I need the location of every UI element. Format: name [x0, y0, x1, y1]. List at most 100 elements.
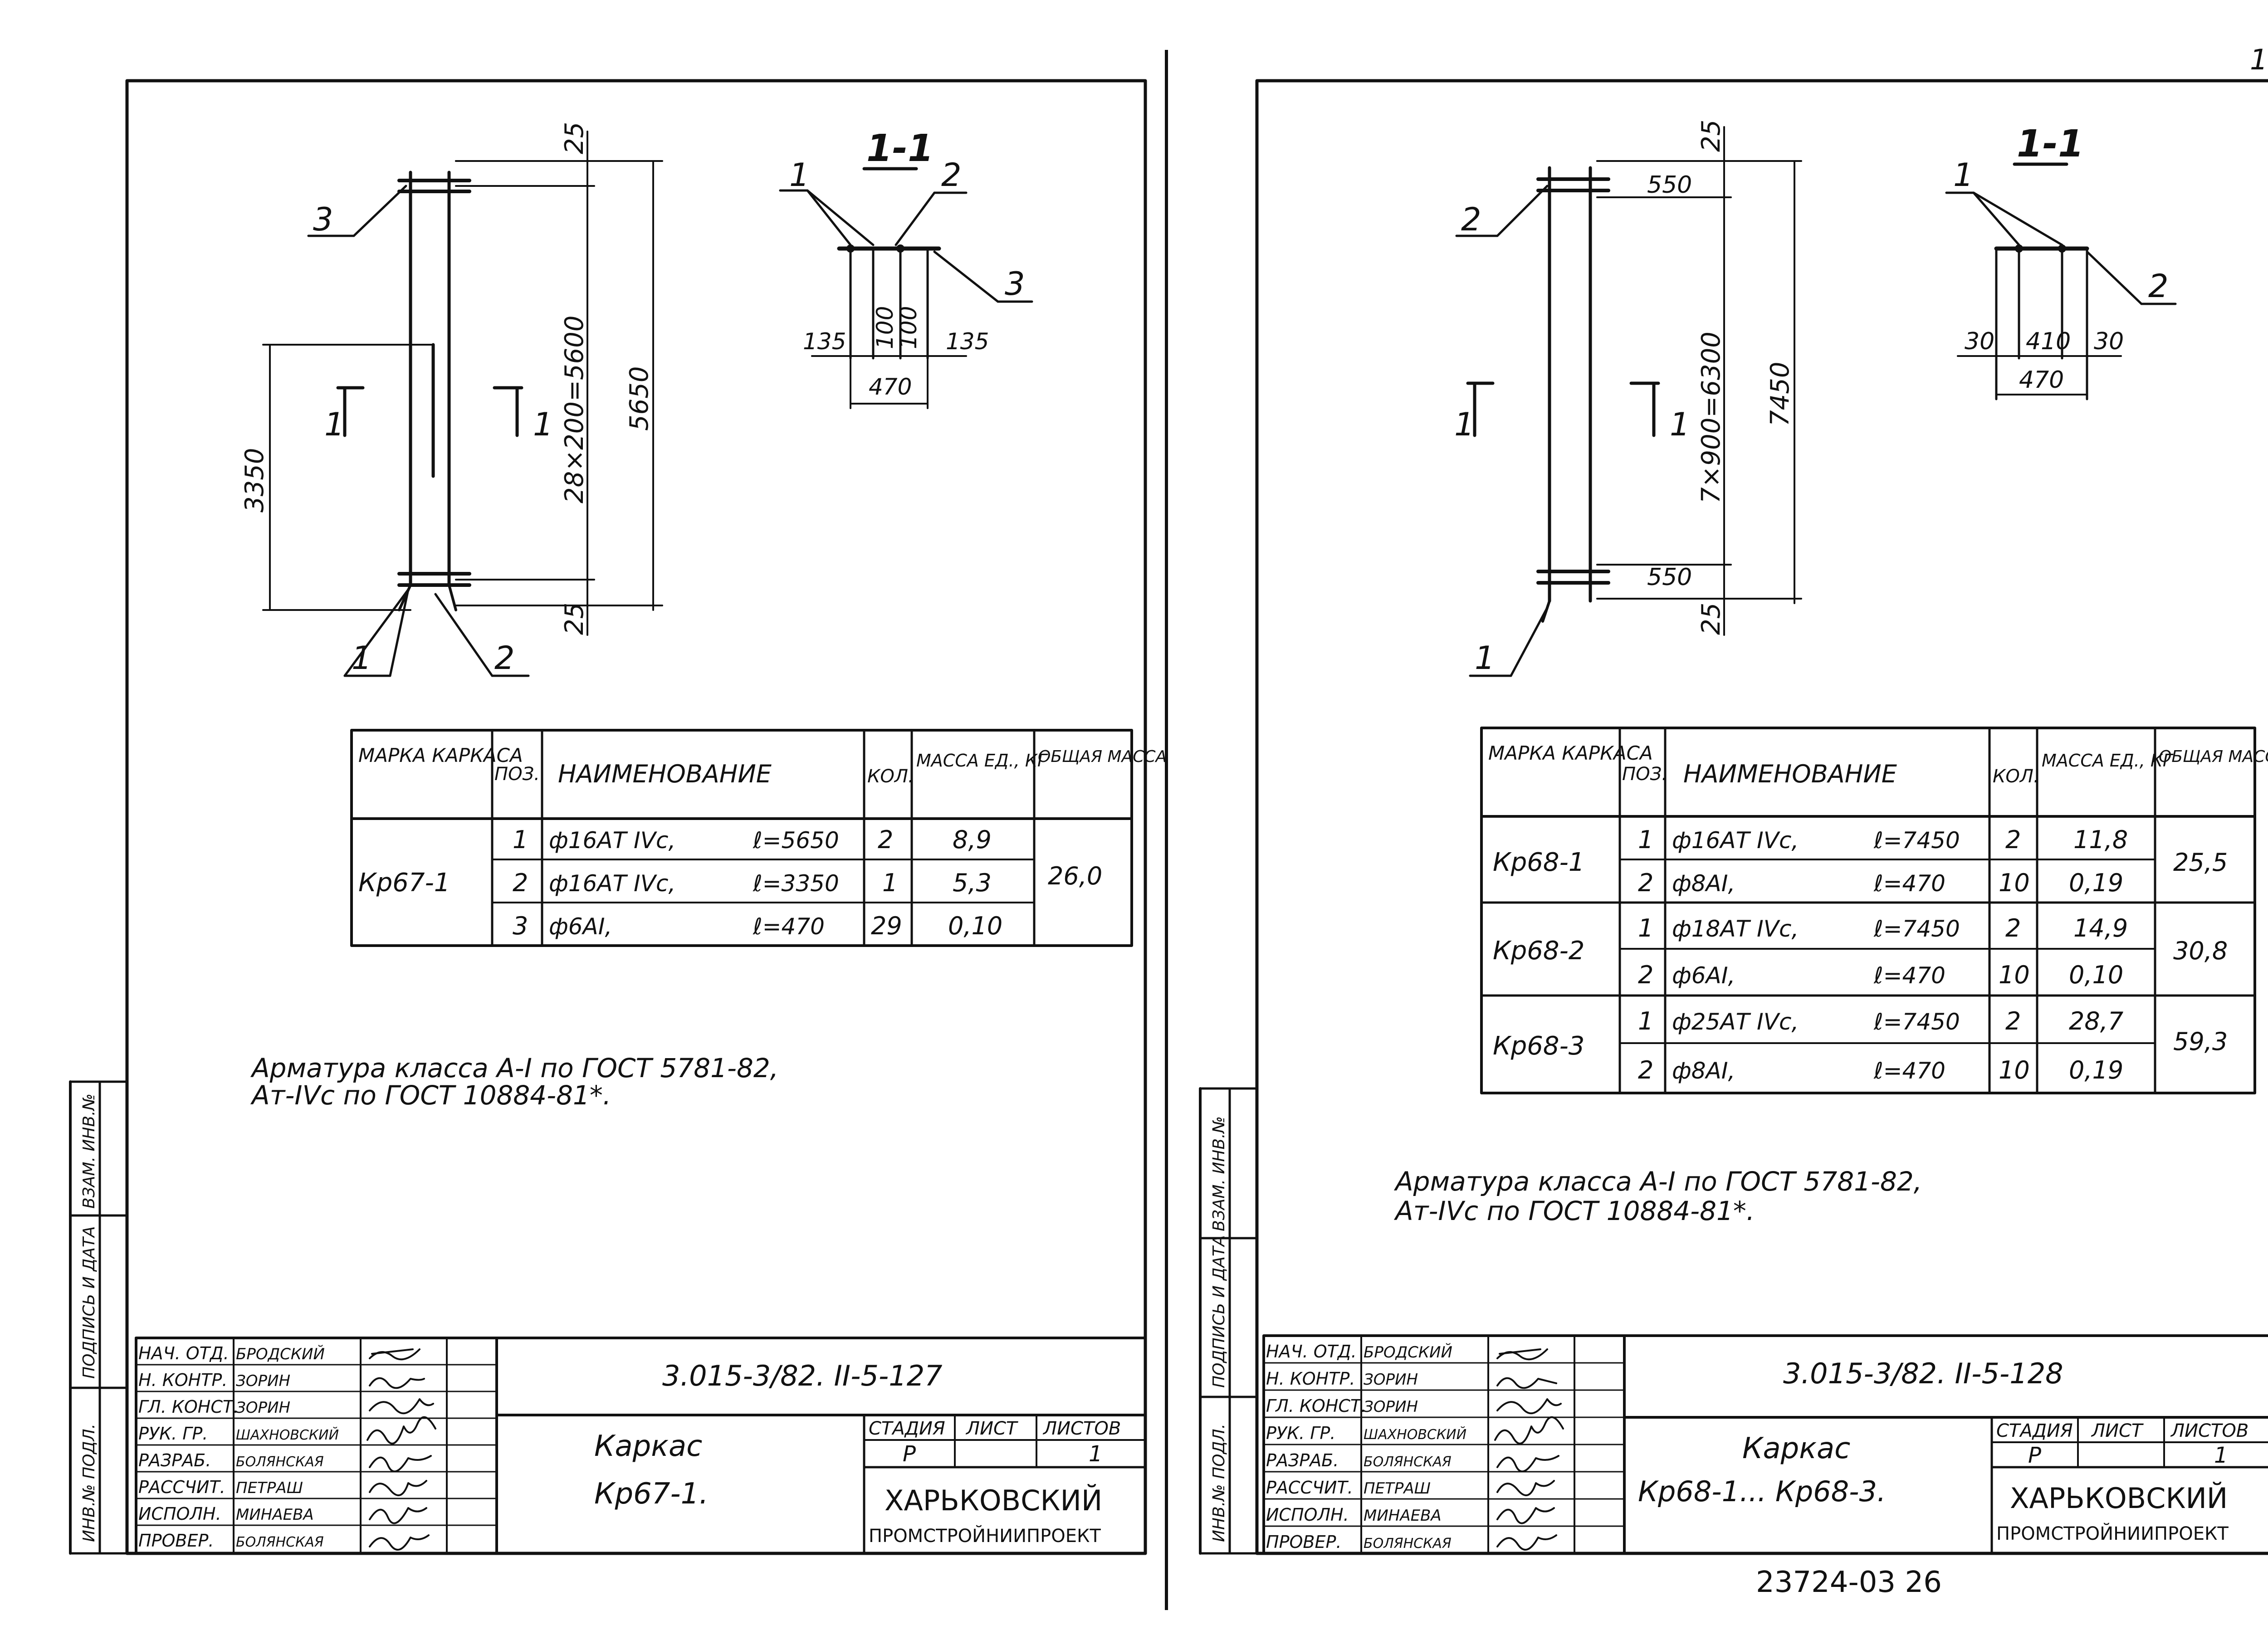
td-length: ℓ=5650: [753, 827, 839, 854]
td-name: ф16АТ IVс,: [549, 870, 675, 897]
td-length: ℓ=470: [1873, 962, 1945, 989]
tb-person: БОЛЯНСКАЯ: [236, 1454, 324, 1470]
tb-role: Н. КОНТР.: [1266, 1369, 1355, 1389]
stamp-inv-podl: ИНВ.№ ПОДЛ.: [1210, 1424, 1228, 1542]
td-total-mass: 25,5: [2173, 848, 2228, 877]
dim-top-gap: 25: [560, 122, 589, 154]
dim-bottom-gap: 25: [1696, 603, 1726, 635]
th-unit-mass: МАССА ЕД., КГ: [916, 751, 1048, 771]
th-name: НАИМЕНОВАНИЕ: [558, 760, 772, 788]
tb-sheets-label: ЛИСТОВ: [2170, 1420, 2248, 1441]
tb-sheets: 1: [2214, 1443, 2228, 1468]
section-title: 1-1: [866, 127, 934, 170]
tb-stage: Р: [2028, 1443, 2041, 1468]
th-name: НАИМЕНОВАНИЕ: [1683, 760, 1897, 788]
signature-scribbles: [367, 1348, 436, 1551]
note-line-2: Ат-IVс по ГОСТ 10884-81*.: [1393, 1196, 1755, 1226]
dim-width: 470: [869, 374, 912, 400]
cut-mark-right: 1: [1670, 406, 1690, 443]
td-length: ℓ=3350: [753, 870, 839, 897]
td-pos: 1: [513, 825, 528, 854]
cut-mark-right: 1: [533, 406, 553, 443]
td-pos: 1: [1638, 825, 1653, 854]
th-mark: МАРКА КАРКАСА: [358, 744, 523, 766]
drawing-sheet-right: ИНВ.№ ПОДЛ. ПОДПИСЬ И ДАТА ВЗАМ. ИНВ.№ 2…: [1166, 0, 2268, 1635]
th-mark: МАРКА КАРКАСА: [1488, 742, 1653, 764]
tb-person: ШАХНОВСКИЙ: [1364, 1426, 1466, 1443]
tb-person: БРОДСКИЙ: [236, 1345, 325, 1363]
section-callout-2: 2: [2148, 268, 2169, 305]
tb-org-2: ПРОМСТРОЙНИИПРОЕКТ: [1996, 1523, 2229, 1544]
tb-title-2: Кр67-1.: [594, 1477, 709, 1511]
td-name: ф18АТ IVс,: [1672, 916, 1799, 942]
section-callout-1: 1: [789, 156, 810, 194]
section-callout-1: 1: [1953, 156, 1974, 194]
stamp-sign-date: ПОДПИСЬ И ДАТА: [80, 1226, 98, 1379]
dim-inner: 410: [2026, 328, 2071, 355]
dim-3350: 3350: [240, 448, 269, 512]
td-qty: 2: [2005, 825, 2021, 854]
td-unit-mass: 11,8: [2073, 825, 2128, 854]
td-unit-mass: 8,9: [953, 825, 992, 854]
dim-pitch-b: 100: [895, 306, 922, 349]
tb-role: НАЧ. ОТД.: [138, 1343, 229, 1363]
cross-section-view: 1-1 1 2 3 135 100 100 135 470: [779, 127, 1033, 409]
tb-role: ИСПОЛН.: [1266, 1505, 1349, 1525]
section-callout-3: 3: [1005, 265, 1025, 303]
archive-number: 23724-03 26: [1756, 1566, 1942, 1599]
title-block: НАЧ. ОТД. Н. КОНТР. ГЛ. КОНСТ. РУК. ГР. …: [1262, 1334, 2268, 1555]
td-length: ℓ=470: [1873, 870, 1945, 897]
page-number: 104: [2250, 43, 2268, 76]
tb-role: ГЛ. КОНСТ.: [1266, 1396, 1366, 1416]
tb-person: ЗОРИН: [1364, 1371, 1418, 1389]
dim-spacing: 7×900=6300: [1696, 332, 1726, 503]
dim-top-inner: 550: [1647, 171, 1692, 199]
td-pos: 2: [513, 869, 528, 897]
tb-stage-label: СТАДИЯ: [869, 1418, 945, 1439]
td-qty: 29: [871, 912, 902, 940]
tb-role: РУК. ГР.: [1266, 1423, 1335, 1443]
tb-person: ШАХНОВСКИЙ: [236, 1427, 339, 1443]
td-length: ℓ=7450: [1873, 916, 1960, 942]
td-pos: 3: [513, 912, 528, 940]
tb-person: ЗОРИН: [1364, 1398, 1418, 1416]
tb-person: БОЛЯНСКАЯ: [1364, 1536, 1452, 1552]
dim-edge-left: 135: [803, 328, 846, 355]
stamp-sign-date: ПОДПИСЬ И ДАТА: [1210, 1235, 1228, 1388]
tb-person: МИНАЕВА: [1364, 1507, 1442, 1525]
dim-edge-left: 30: [1965, 328, 1994, 355]
title-block: НАЧ. ОТД. Н. КОНТР. ГЛ. КОНСТ. РУК. ГР. …: [135, 1337, 1147, 1555]
callout-3: 3: [313, 201, 333, 238]
dim-total: 7450: [1765, 361, 1795, 426]
callout-2: 2: [494, 639, 515, 677]
sheet-right-drawing: ИНВ.№ ПОДЛ. ПОДПИСЬ И ДАТА ВЗАМ. ИНВ.№ 2…: [1199, 79, 2268, 1599]
td-qty: 10: [1999, 961, 2030, 989]
cut-mark-left: 1: [1454, 406, 1475, 443]
note-line-2: Ат-IVс по ГОСТ 10884-81*.: [250, 1080, 611, 1111]
section-callout-2: 2: [941, 156, 962, 194]
tb-stage-label: СТАДИЯ: [1996, 1420, 2073, 1441]
td-qty: 1: [882, 869, 898, 897]
tb-person: ПЕТРАШ: [236, 1479, 303, 1497]
tb-title-1: Каркас: [594, 1430, 702, 1463]
sheet-frame: [125, 79, 1147, 1555]
tb-role: ПРОВЕР.: [1266, 1532, 1341, 1552]
note-line-1: Арматура класса А-I по ГОСТ 5781-82,: [250, 1053, 778, 1083]
note-line-1: Арматура класса А-I по ГОСТ 5781-82,: [1393, 1166, 1922, 1197]
td-length: ℓ=470: [753, 913, 825, 940]
stamp-vzam-inv: ВЗАМ. ИНВ.№: [1210, 1116, 1228, 1231]
specification-table: МАРКА КАРКАСА ПОЗ. НАИМЕНОВАНИЕ КОЛ. МАС…: [1480, 727, 2268, 1094]
td-pos: 2: [1638, 961, 1653, 989]
drawing-sheet-left: ИНВ.№ ПОДЛ. ПОДПИСЬ И ДАТА ВЗАМ. ИНВ.№ 3…: [69, 79, 1166, 1555]
dim-top-gap: 25: [1696, 120, 1726, 152]
td-length: ℓ=7450: [1873, 827, 1960, 854]
td-unit-mass: 28,7: [2069, 1007, 2123, 1035]
td-mark: Кр67-1: [358, 868, 450, 898]
td-pos: 1: [1638, 1007, 1653, 1035]
td-mark: Кр68-2: [1493, 936, 1584, 966]
callout-1: 1: [352, 639, 372, 677]
tb-person: ЗОРИН: [236, 1399, 290, 1417]
td-qty: 2: [2005, 914, 2021, 942]
sheet-divider: [1165, 50, 1168, 1610]
tb-person: ЗОРИН: [236, 1372, 290, 1390]
